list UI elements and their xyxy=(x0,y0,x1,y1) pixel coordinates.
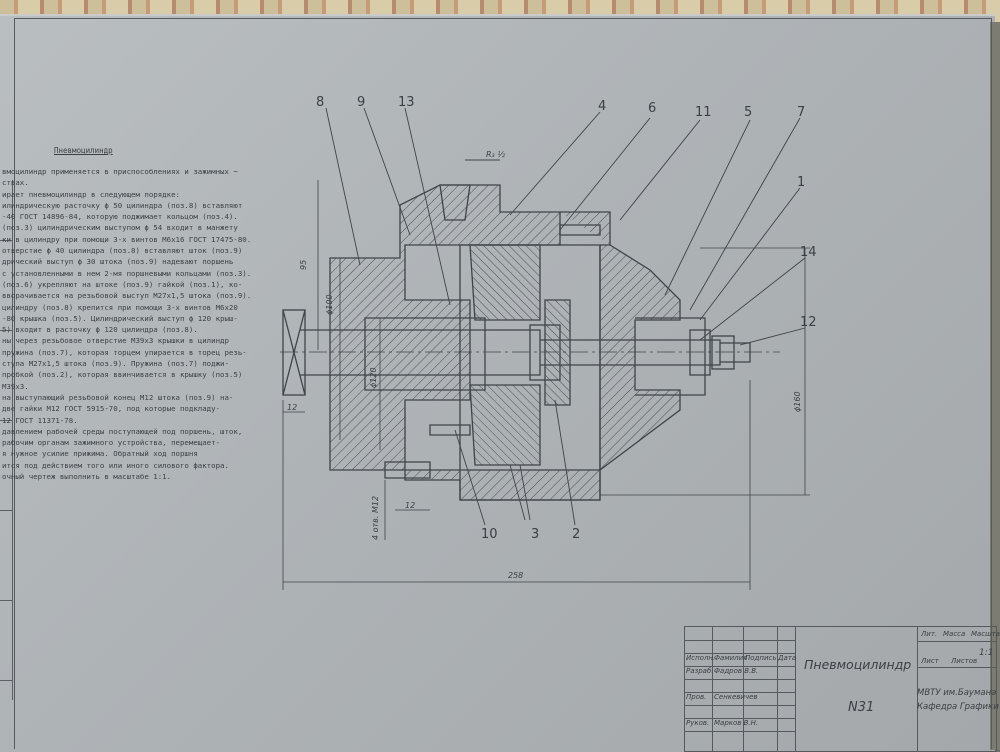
title-block-organization: МВТУ им.Баумана Кафедра Графики xyxy=(917,686,999,714)
org-line-1: МВТУ им.Баумана xyxy=(917,688,997,698)
description-line: рабочим органам зажимного устройства, пе… xyxy=(2,438,221,448)
description-line: ствах. xyxy=(2,178,29,188)
callout-11: 11 xyxy=(695,105,712,120)
callout-3: 3 xyxy=(531,527,539,542)
dim-d120: ϕ120 xyxy=(369,367,378,388)
dim-12-left: 12 xyxy=(287,403,297,412)
callout-1: 1 xyxy=(797,175,805,190)
tb-name-4: Сенкевичев xyxy=(714,693,758,701)
tb-role-4: Пров. xyxy=(686,693,707,701)
callout-2: 2 xyxy=(572,527,580,542)
description-line: (поз.3) цилиндрическим выступом ϕ 54 вхо… xyxy=(2,223,238,233)
description-text: вмоцилиндр применяется в приспособлениях… xyxy=(2,166,282,482)
description-line: две гайки М12 ГОСТ 5915-70, под которые … xyxy=(2,404,221,414)
callout-9: 9 xyxy=(357,95,365,110)
left-margin-strip xyxy=(0,180,13,700)
drawing-frame xyxy=(14,18,992,749)
sheet-edge xyxy=(990,22,1000,750)
description-line: -40 ГОСТ 14896-84, которую поджимает кол… xyxy=(2,212,238,222)
tb-scale-value: 1:1 xyxy=(979,648,994,658)
callout-8: 8 xyxy=(316,95,324,110)
description-line: ны через резьбовое отверстие М39х3 крышк… xyxy=(2,336,229,346)
dim-12-bottom: 12 xyxy=(405,501,415,510)
description-line: илиндрическую расточку ϕ 50 цилиндра (по… xyxy=(2,200,243,210)
tb-sheets-label: Листов xyxy=(951,657,978,665)
description-line: вмоцилиндр применяется в приспособлениях… xyxy=(2,167,238,176)
tb-date-header: Дата xyxy=(778,654,797,662)
tb-sign-header: Подпись xyxy=(745,654,777,662)
description-line: я нужное усилие прижима. Обратный ход по… xyxy=(2,449,198,459)
callout-14: 14 xyxy=(800,245,817,260)
tb-scale-header: Масштаб xyxy=(971,630,1000,638)
callout-6: 6 xyxy=(648,101,656,116)
description-line: цилиндру (поз.8) крепится при помощи 3-х… xyxy=(2,302,238,312)
description-line: ирает пневмоцилиндр в следующем порядке: xyxy=(2,189,180,199)
description-line: 5) входит в расточку ϕ 120 цилиндра (поз… xyxy=(2,325,198,335)
callout-10: 10 xyxy=(481,527,498,542)
description-line: отверстие ϕ 40 цилиндра (поз.8) вставляю… xyxy=(2,246,243,256)
description-line: на выступающий резьбовой конец М12 штока… xyxy=(2,392,234,402)
description-line: пружина (поз.7), которая торцем упираетс… xyxy=(2,347,247,357)
description-line: ится под действием того или иного силово… xyxy=(2,460,229,470)
tb-role-2: Разраб. xyxy=(686,667,714,675)
org-line-2: Кафедра Графики xyxy=(917,702,999,712)
tb-role-1: Исполн. xyxy=(686,654,716,662)
tb-mass-header: Масса xyxy=(943,630,966,638)
description-line: ступа М27х1,5 штока (поз.9). Пружина (по… xyxy=(2,359,229,369)
description-line: с установленными в нем 2-мя поршневыми к… xyxy=(2,268,252,278)
dim-d160: ϕ160 xyxy=(793,391,802,412)
tb-name-2: Фадров В.В. xyxy=(714,667,759,675)
dim-d100: ϕ100 xyxy=(325,294,334,315)
dim-258: 258 xyxy=(508,571,523,580)
callout-4: 4 xyxy=(598,99,606,114)
piston-rod xyxy=(364,317,486,391)
description-line: -80 крышка (поз.5). Цилиндрический высту… xyxy=(2,313,238,323)
description-line: очный чертеж выполнить в масштабе 1:1. xyxy=(2,472,172,482)
end-nut xyxy=(282,309,306,396)
tb-name-1: Фамилия xyxy=(714,654,748,662)
callout-5: 5 xyxy=(744,105,752,120)
title-block-number: N31 xyxy=(848,700,875,715)
dim-holes: 4 отв. М12 xyxy=(371,496,380,540)
description-line: М39х3. xyxy=(2,381,29,391)
description-title: Пневмоцилиндр xyxy=(54,146,113,155)
callout-13: 13 xyxy=(398,95,415,110)
description-line: 12 ГОСТ 11371-78. xyxy=(2,415,78,425)
callout-12: 12 xyxy=(800,315,817,330)
title-block-title: Пневмоцилиндр xyxy=(804,657,912,672)
callout-7: 7 xyxy=(797,105,805,120)
tb-sheet-label: Лист xyxy=(921,657,939,665)
tb-role-6: Руков. xyxy=(686,719,710,727)
description-line: вворачивается на резьбовой выступ М27х1,… xyxy=(2,291,252,301)
description-line: пробкой (поз.2), которая ввинчивается в … xyxy=(2,370,243,380)
dim-95: 95 xyxy=(299,260,308,270)
description-line: давлением рабочей среды поступающей под … xyxy=(2,426,243,436)
cover xyxy=(599,244,681,471)
description-line: дрический выступ ϕ 30 штока (поз.9) наде… xyxy=(2,257,234,267)
tb-lit-header: Лит. xyxy=(921,630,938,638)
description-line: (поз.6) укрепляют на штоке (поз.9) гайко… xyxy=(2,279,243,289)
drawing-sheet xyxy=(0,14,995,752)
tb-name-6: Марков В.Н. xyxy=(714,719,759,727)
dim-thread: R₃ ½ xyxy=(486,150,505,159)
description-line: ки в цилиндру при помощи 3-х винтов М6х1… xyxy=(2,234,252,244)
